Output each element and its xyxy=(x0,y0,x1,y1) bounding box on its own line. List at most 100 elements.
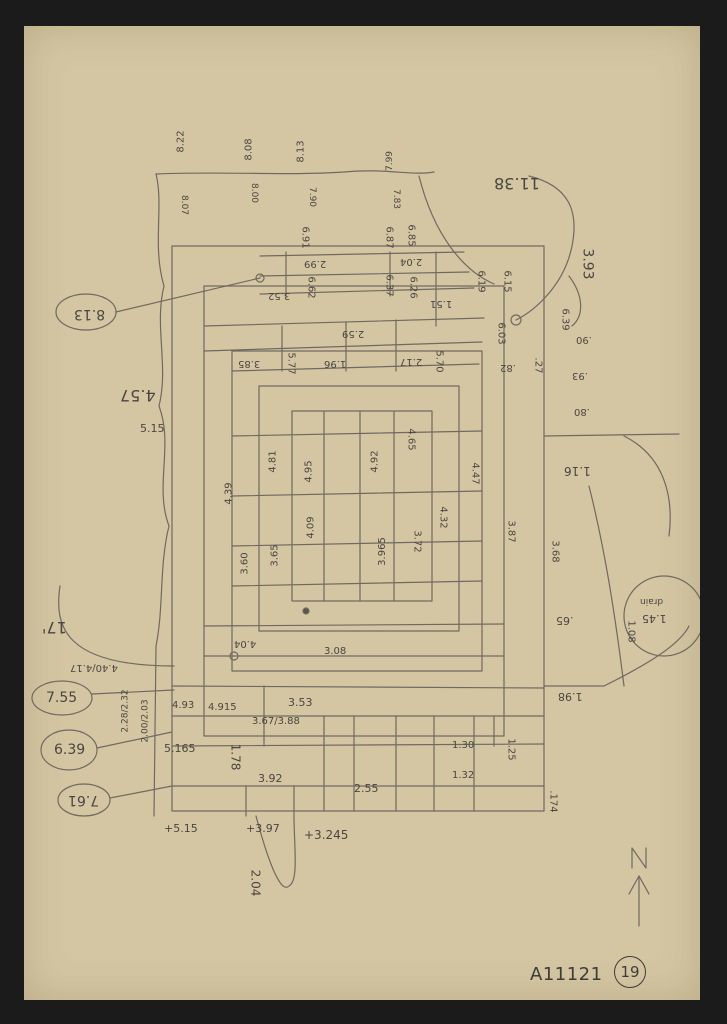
measure-label: 1.30 xyxy=(452,740,475,751)
measure-label: 4.39 xyxy=(223,482,235,505)
measure-label: 8.00 xyxy=(249,182,260,204)
measure-label: 3.85 xyxy=(238,358,261,369)
measure-label: 5.77 xyxy=(285,352,297,375)
measure-label: 3.93 xyxy=(579,248,596,280)
survey-point-2 xyxy=(510,314,522,326)
measure-label: 7.99 xyxy=(385,150,396,172)
circle-639 xyxy=(40,729,98,771)
measure-label: 7.83 xyxy=(391,188,402,210)
measure-label: .90 xyxy=(576,334,592,345)
measure-label: 2.28/2.32 xyxy=(120,689,131,733)
measure-label: 3.08 xyxy=(324,646,347,657)
measure-label: 4.09 xyxy=(305,516,317,539)
measure-label: 8.07 xyxy=(179,194,190,216)
measure-label: 7.61 xyxy=(68,792,100,808)
measure-label: drain xyxy=(640,596,664,606)
measure-label: 4.65 xyxy=(405,428,417,451)
measure-label: 6.39 xyxy=(559,308,571,331)
measure-label: 8.13 xyxy=(74,306,106,322)
paper-sheet: 8.13 4.57 11.38 3.93 17' 7.55 6.39 7.61 … xyxy=(24,26,700,1000)
measure-label: +3.97 xyxy=(246,822,280,835)
measure-label: 8.08 xyxy=(243,138,255,161)
measure-label: 4.04 xyxy=(234,638,257,649)
curve-top-right xyxy=(418,175,495,285)
measure-label: +3.245 xyxy=(304,828,349,842)
measure-label: 5.165 xyxy=(164,742,196,755)
measure-label: 7.55 xyxy=(46,690,78,706)
measure-label: .80 xyxy=(574,406,590,417)
measure-label: .65 xyxy=(556,614,574,627)
measure-label: 3.87 xyxy=(505,520,517,543)
measure-label: 3.52 xyxy=(268,290,291,301)
wall-ring-3 xyxy=(231,350,483,672)
leader-1138 xyxy=(515,175,575,321)
measure-label: 6.62 xyxy=(305,276,317,299)
measure-label: .93 xyxy=(572,370,588,381)
measure-label: 4.32 xyxy=(437,506,449,529)
measure-label: 8.22 xyxy=(175,130,187,153)
measure-label: 6.15 xyxy=(501,270,513,293)
measure-label: 1.32 xyxy=(452,770,475,781)
site-plan-sketch xyxy=(31,170,700,927)
measure-label: 6.37 xyxy=(383,274,395,297)
leader-17 xyxy=(58,585,175,667)
measure-label: 1.16 xyxy=(564,464,591,478)
measure-label: 1.98 xyxy=(558,690,583,703)
measure-label: 1.96 xyxy=(324,358,347,369)
circle-761 xyxy=(57,783,111,817)
measure-label: 4.40/4.17 xyxy=(70,662,118,673)
measure-label: 4.81 xyxy=(267,450,279,473)
page-number: 19 xyxy=(614,956,646,988)
measure-label: 6.39 xyxy=(54,742,86,758)
measure-label: 8.13 xyxy=(295,140,307,163)
catalog-number: A11121 xyxy=(530,964,603,985)
measure-label: 2.04 xyxy=(400,256,423,267)
measure-label: .174 xyxy=(547,790,559,813)
measure-label: 6.85 xyxy=(405,224,417,247)
measure-label: 4.93 xyxy=(172,700,195,711)
measure-label: 1.78 xyxy=(228,743,243,771)
measure-label: 6.03 xyxy=(495,322,507,345)
measure-label: .82 xyxy=(500,362,516,373)
measure-label: 4.915 xyxy=(208,702,237,713)
rubble-edge xyxy=(153,173,170,817)
measure-label: +5.15 xyxy=(164,822,198,835)
measure-label: 4.92 xyxy=(369,450,381,473)
measure-label: 1.45 xyxy=(642,612,667,625)
measure-label: 2.17 xyxy=(400,356,423,367)
top-edge xyxy=(155,170,435,175)
measure-label: 1.25 xyxy=(505,738,517,761)
measure-label: 6.19 xyxy=(475,270,487,293)
measure-label: 3.67/3.88 xyxy=(252,716,300,727)
right-curve-393 xyxy=(568,275,582,327)
measure-label: 3.65 xyxy=(269,544,281,567)
measure-label: 3.965 xyxy=(376,537,388,566)
measure-label: 3.53 xyxy=(288,696,313,709)
measure-label: 4.57 xyxy=(120,386,156,405)
measure-label: 4.47 xyxy=(469,462,481,485)
circle-145 xyxy=(623,575,700,657)
inner-court xyxy=(291,410,433,602)
survey-point-4 xyxy=(302,607,310,615)
survey-point-1 xyxy=(255,273,265,283)
measure-label: 2.59 xyxy=(342,328,365,339)
measure-label: 7.90 xyxy=(307,186,318,208)
measure-label: 1.51 xyxy=(430,298,453,309)
measure-label: 17' xyxy=(42,618,67,637)
wall-ring-4 xyxy=(258,385,460,632)
measure-label: 6.26 xyxy=(407,276,419,299)
measure-label: 4.95 xyxy=(303,460,315,483)
measure-label: 6.91 xyxy=(299,226,311,249)
measure-label: 3.60 xyxy=(239,552,251,575)
measure-label: 6.87 xyxy=(383,226,395,249)
measure-label: 1.08 xyxy=(625,620,637,643)
measure-label: 3.92 xyxy=(258,772,283,785)
measure-label: .27 xyxy=(532,357,544,374)
north-letter xyxy=(631,847,647,869)
measure-label: 3.72 xyxy=(411,530,423,553)
survey-point-3 xyxy=(229,651,239,661)
measure-label: 2.55 xyxy=(354,782,379,795)
circle-755 xyxy=(31,680,93,716)
measure-label: 2.00/2.03 xyxy=(140,699,151,743)
